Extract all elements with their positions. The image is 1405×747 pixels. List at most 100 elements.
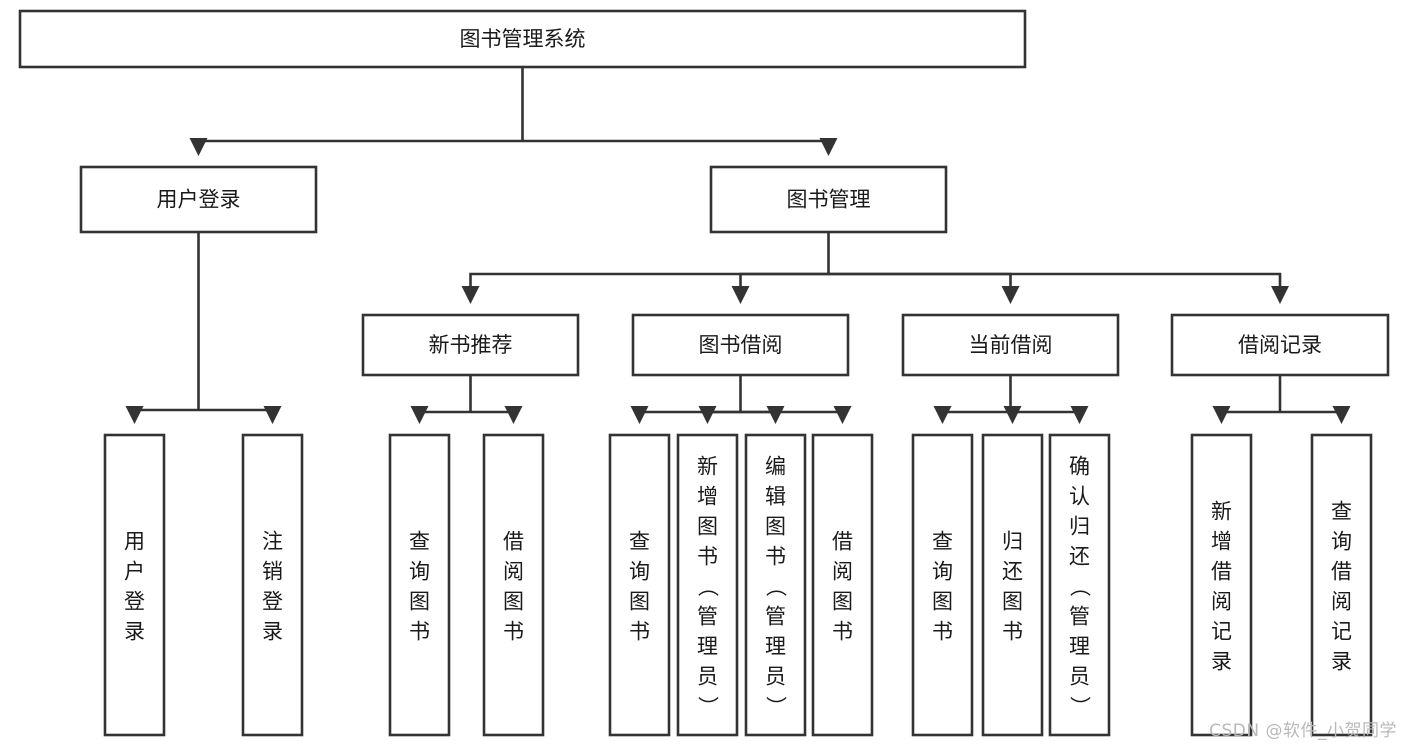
- node-leaf-query-book-2-label-char: 查: [629, 529, 650, 553]
- node-leaf-query-book-2-label-char: 询: [629, 559, 650, 583]
- node-leaf-confirm-return-label-char: ）: [1068, 696, 1092, 717]
- node-borrow-record-box[interactable]: [1170, 313, 1390, 377]
- edge-layer: [125, 67, 1351, 425]
- new-book-recommend-to-leaves-edge: [470, 405, 523, 425]
- node-borrow-record[interactable]: 借阅记录: [1170, 313, 1390, 377]
- node-leaf-query-book-3-box[interactable]: [911, 433, 974, 737]
- root-node-box[interactable]: [18, 9, 1027, 69]
- node-book-manage-box[interactable]: [709, 165, 948, 234]
- borrow-record-to-leaves-edge: [1212, 405, 1280, 425]
- node-book-borrow-box[interactable]: [631, 313, 850, 377]
- node-leaf-confirm-return-label-char: 认: [1069, 484, 1090, 508]
- new-book-recommend-to-leaves-edge: [410, 405, 471, 425]
- node-leaf-add-book-label-char: 图: [697, 514, 718, 538]
- node-leaf-add-book-label-char: ）: [696, 696, 720, 717]
- book-borrow-to-leaves-edge: [630, 405, 741, 425]
- node-leaf-query-record-box[interactable]: [1310, 433, 1373, 737]
- node-leaf-logout-label-char: 录: [262, 619, 283, 643]
- root-node[interactable]: 图书管理系统: [18, 9, 1027, 69]
- node-leaf-confirm-return-label-char: 员: [1069, 664, 1090, 688]
- node-leaf-borrow-book-2-label-char: 借: [832, 529, 853, 553]
- node-leaf-add-record-box[interactable]: [1190, 433, 1253, 737]
- node-leaf-borrow-book-1-label-char: 阅: [503, 559, 524, 583]
- user-login-to-leaves-edge: [125, 405, 199, 425]
- node-leaf-query-book-1-label-char: 查: [409, 529, 430, 553]
- root-to-level2-edge: [522, 137, 838, 157]
- node-current-borrow-label: 当前借阅: [969, 333, 1053, 357]
- node-current-borrow-box[interactable]: [901, 313, 1120, 377]
- node-leaf-borrow-book-2-box[interactable]: [811, 433, 874, 737]
- node-user-login[interactable]: 用户登录: [79, 165, 318, 234]
- node-leaf-query-record-label-char: 借: [1331, 559, 1352, 583]
- node-leaf-return-book-box[interactable]: [981, 433, 1044, 737]
- node-leaf-query-book-2-box[interactable]: [608, 433, 671, 737]
- node-leaf-user-login-box[interactable]: [103, 433, 166, 737]
- node-leaf-return-book-label-char: 还: [1002, 559, 1023, 583]
- node-leaf-add-book-label-char: （: [696, 576, 720, 597]
- node-leaf-borrow-book-2-label-char: 图: [832, 589, 853, 613]
- book-borrow-to-leaves-edge: [698, 405, 741, 425]
- current-borrow-to-leaves-edge: [933, 405, 1011, 425]
- node-leaf-edit-book-label-char: 员: [765, 664, 786, 688]
- node-new-book-recommend[interactable]: 新书推荐: [361, 313, 580, 377]
- node-leaf-borrow-book-1-label-char: 图: [503, 589, 524, 613]
- node-user-login-box[interactable]: [79, 165, 318, 234]
- node-leaf-return-book-label-char: 图: [1002, 589, 1023, 613]
- node-leaf-borrow-book-1-box[interactable]: [482, 433, 545, 737]
- node-leaf-edit-book-label-char: 编: [765, 454, 786, 478]
- node-leaf-confirm-return-box[interactable]: [1048, 433, 1111, 737]
- node-leaf-query-book-1-label-char: 询: [409, 559, 430, 583]
- node-new-book-recommend-box[interactable]: [361, 313, 580, 377]
- node-layer: 图书管理系统用户登录图书管理新书推荐图书借阅当前借阅借阅记录用户登录注销登录查询…: [18, 9, 1390, 737]
- node-book-borrow[interactable]: 图书借阅: [631, 313, 850, 377]
- root-to-level2-edge: [189, 137, 523, 157]
- book-manage-to-level3-edge: [828, 272, 1020, 305]
- node-leaf-logout-label-char: 登: [262, 589, 283, 613]
- node-current-borrow[interactable]: 当前借阅: [901, 313, 1120, 377]
- node-leaf-edit-book-label-char: 辑: [765, 484, 786, 508]
- node-leaf-edit-book-label-char: 书: [765, 544, 786, 568]
- node-leaf-logout-box[interactable]: [241, 433, 304, 737]
- node-leaf-edit-book-box[interactable]: [744, 433, 807, 737]
- node-leaf-edit-book-label-char: 理: [765, 634, 786, 658]
- node-leaf-logout-label-char: 销: [262, 559, 283, 583]
- node-leaf-query-book-1-label-char: 书: [409, 619, 430, 643]
- node-leaf-confirm-return-label-char: 管: [1069, 604, 1090, 628]
- node-leaf-confirm-return-label-char: 理: [1069, 634, 1090, 658]
- node-leaf-query-book-1-box[interactable]: [388, 433, 451, 737]
- node-leaf-confirm-return-label-char: （: [1068, 576, 1092, 597]
- root-node-label: 图书管理系统: [460, 27, 586, 51]
- node-leaf-query-book-1-label-char: 图: [409, 589, 430, 613]
- node-leaf-add-record-label-char: 阅: [1211, 589, 1232, 613]
- book-manage-to-level3-edge: [461, 272, 829, 305]
- node-leaf-add-book-label-char: 管: [697, 604, 718, 628]
- node-leaf-return-book-label-char: 归: [1002, 529, 1023, 553]
- node-leaf-add-record-label-char: 录: [1211, 649, 1232, 673]
- node-leaf-add-book-label-char: 新: [697, 454, 718, 478]
- node-leaf-query-book-3-label-char: 询: [932, 559, 953, 583]
- node-leaf-add-record-label-char: 增: [1211, 529, 1232, 553]
- node-leaf-user-login-label-char: 用: [124, 529, 145, 553]
- node-leaf-add-book-label-char: 员: [697, 664, 718, 688]
- current-borrow-to-leaves-edge: [1010, 405, 1089, 425]
- node-leaf-user-login[interactable]: 用户登录: [103, 433, 166, 737]
- node-leaf-borrow-book-2-label-char: 书: [832, 619, 853, 643]
- node-leaf-edit-book-label-char: （: [764, 576, 788, 597]
- node-book-manage[interactable]: 图书管理: [709, 165, 948, 234]
- node-leaf-query-book-3-label-char: 书: [932, 619, 953, 643]
- user-login-to-leaves-edge: [198, 405, 282, 425]
- node-leaf-add-record-label-char: 借: [1211, 559, 1232, 583]
- node-leaf-add-book-box[interactable]: [676, 433, 739, 737]
